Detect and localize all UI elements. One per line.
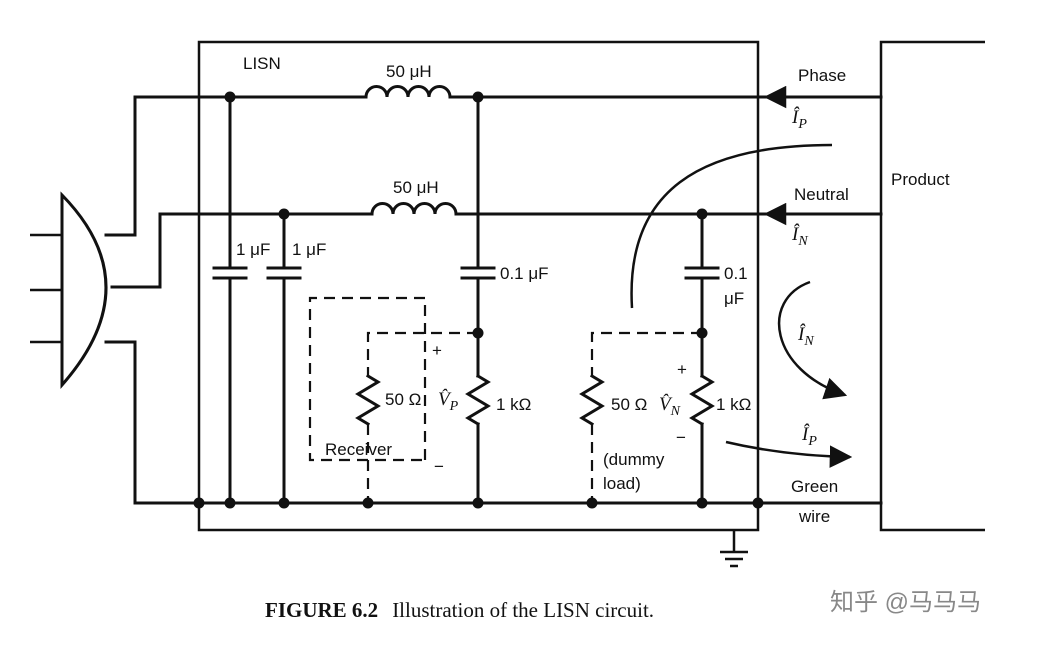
- cap-phase-label: 0.1 μF: [500, 264, 549, 283]
- earth-ground-symbol: [720, 530, 748, 568]
- current-loop-curve: [630, 143, 833, 309]
- dummy-load-label-2: load): [603, 474, 641, 493]
- product-label: Product: [891, 170, 950, 189]
- watermark: 知乎 @马马马: [830, 589, 981, 616]
- product-box: [879, 40, 985, 532]
- res-phase-label: 1 kΩ: [496, 395, 531, 414]
- phase-line: [197, 85, 883, 99]
- dummy-minus: −: [676, 428, 686, 447]
- green-wire-label-2: wire: [798, 507, 830, 526]
- vp-symbol: V̂P: [438, 389, 459, 414]
- res-dummy-label: 50 Ω: [611, 395, 647, 414]
- phase-branch: [460, 95, 496, 505]
- receiver-minus: −: [434, 457, 444, 476]
- neutral-line: [197, 202, 883, 216]
- res-neutral-label: 1 kΩ: [716, 395, 751, 414]
- green-wire-label-1: Green: [791, 477, 838, 496]
- neutral-terminal-label: Neutral: [794, 185, 849, 204]
- neutral-branch: [684, 212, 720, 505]
- inductor-neutral-label: 50 μH: [393, 178, 439, 197]
- cap-neutral-label-2: μF: [724, 289, 744, 308]
- cap-b-label: 1 μF: [292, 240, 326, 259]
- in-symbol-top: ÎN: [791, 223, 808, 249]
- cap-neutral-label-1: 0.1: [724, 264, 748, 283]
- receiver-plus: +: [432, 341, 442, 360]
- phase-return-arrow: [725, 440, 853, 468]
- capacitor-1uf-a: [212, 95, 248, 505]
- dummy-load-label-1: (dummy: [603, 450, 665, 469]
- ip-symbol-bottom: ÎP: [801, 423, 817, 449]
- receiver-label: Receiver: [325, 440, 392, 459]
- inductor-phase-label: 50 μH: [386, 62, 432, 81]
- ip-symbol-top: ÎP: [791, 106, 807, 132]
- lisn-enclosure: [197, 40, 760, 532]
- vn-symbol: V̂N: [659, 394, 681, 419]
- in-symbol-loop: ÎN: [797, 323, 814, 349]
- dummy-plus: +: [677, 360, 687, 379]
- phase-terminal-label: Phase: [798, 66, 846, 85]
- capacitor-1uf-b: [266, 212, 302, 505]
- res-receiver-label: 50 Ω: [385, 390, 421, 409]
- junction-dots: [193, 91, 764, 509]
- receiver-network: [308, 296, 478, 503]
- lisn-label: LISN: [243, 54, 281, 73]
- neutral-return-arrow: [777, 280, 848, 400]
- power-plug: [30, 95, 201, 505]
- dummy-load-network: [579, 331, 702, 503]
- cap-a-label: 1 μF: [236, 240, 270, 259]
